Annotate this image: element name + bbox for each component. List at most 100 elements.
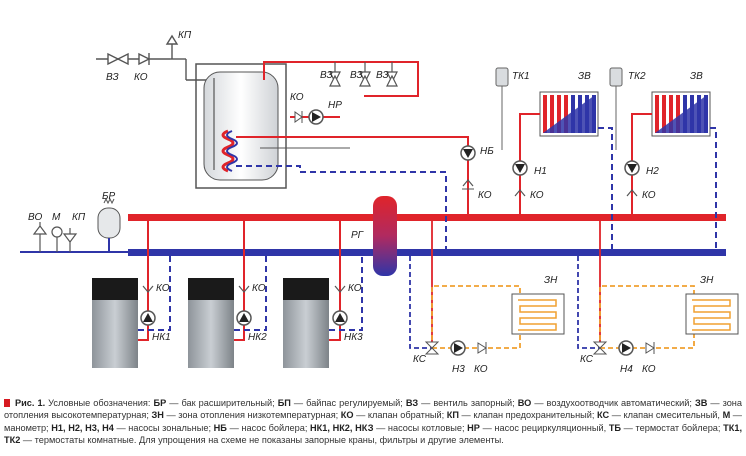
radiator-fin: [676, 95, 680, 133]
water-heater-tank: [195, 63, 287, 189]
floor-coil-1: [511, 293, 565, 335]
boiler-3: [283, 278, 329, 368]
label-ko-b1: КО: [156, 283, 170, 294]
boiler-2: [188, 278, 234, 368]
label-vz-1: ВЗ: [320, 70, 333, 81]
radiator-fin: [655, 95, 659, 133]
label-ko-b2: КО: [252, 283, 266, 294]
zone1-pipes: [519, 113, 613, 249]
label-ko-n3: КО: [474, 364, 488, 375]
floor-coil-2: [685, 293, 739, 335]
boiler-pump-nk3: [332, 285, 348, 326]
label-ko-n4: КО: [642, 364, 656, 375]
floor-zone-1-pipes: [409, 221, 521, 349]
caption-item: НБ — насос бойлера;: [213, 422, 311, 433]
label-ko-top: КО: [134, 72, 148, 83]
label-nk2: НК2: [248, 332, 267, 343]
caption-item: НР — насос рециркуляционный,: [467, 422, 609, 433]
boiler-pipes: [138, 221, 363, 341]
safety-group: [32, 222, 78, 252]
label-vo: ВО: [28, 212, 42, 223]
caption-item: ВЗ — вентиль запорный;: [405, 398, 518, 408]
expansion-tank: [97, 197, 121, 252]
label-ko-nb: КО: [478, 190, 492, 201]
label-n1: Н1: [534, 166, 547, 177]
label-ks-1: КС: [413, 354, 427, 365]
label-rg: РГ: [351, 230, 365, 241]
taps: [329, 62, 398, 87]
floor-zone-2-pipes: [577, 221, 695, 349]
label-ko-b3: КО: [348, 283, 362, 294]
label-zn-2: ЗН: [700, 275, 714, 286]
label-ks-2: КС: [580, 354, 594, 365]
label-n4: Н4: [620, 364, 633, 375]
mixing-valve-2: [592, 341, 608, 355]
pump-n1: [512, 160, 528, 197]
label-n2: Н2: [646, 166, 659, 177]
label-zv1: ЗВ: [578, 71, 591, 82]
boiler-1: [92, 278, 138, 368]
label-zv2: ЗВ: [690, 71, 703, 82]
caption-item: ТК1, ТК2 — термостаты комнатные.: [4, 422, 742, 446]
caption-item: БР — бак расширительный;: [153, 398, 278, 408]
label-vz-3: ВЗ: [376, 70, 389, 81]
label-zn-1: ЗН: [544, 275, 558, 286]
boiler-coil-loop: [236, 136, 469, 249]
boiler-pump-nk1: [140, 285, 156, 326]
label-nk3: НК3: [344, 332, 363, 343]
caption-item: ЗВ — зона отопления высокотемпературная;: [4, 398, 742, 421]
label-m: М: [52, 212, 61, 223]
figure-caption: Рис. 1. Условные обозначения: БР — бак р…: [4, 397, 742, 447]
caption-item: ЗН — зона отопления низкотемпературная;: [151, 410, 341, 421]
label-ko-nr: КО: [290, 92, 304, 103]
label-tk2: ТК2: [628, 71, 646, 82]
caption-fig: Рис. 1.: [15, 398, 46, 408]
boiler-pump-nk2: [236, 285, 252, 326]
caption-note: Для упрощения на схеме не показаны запор…: [139, 435, 504, 446]
radiator-fin: [550, 95, 554, 133]
radiator-2: [651, 91, 711, 137]
caption-item: М — манометр;: [4, 410, 742, 433]
mixing-valve-1: [424, 341, 440, 355]
label-nk1: НК1: [152, 332, 171, 343]
recirculation-pump: [294, 109, 324, 125]
room-thermostat-1: [495, 67, 509, 150]
label-n3: Н3: [452, 364, 465, 375]
caption-item: БП — байпас регулируемый;: [277, 398, 406, 408]
label-ko-n1: КО: [530, 190, 544, 201]
caption-item: Н1, Н2, Н3, Н4 — насосы зональные;: [51, 422, 214, 433]
cold-water-inlet: [96, 34, 210, 81]
caption-items: БР — бак расширительный; БП — байпас рег…: [4, 398, 742, 445]
heating-schematic: РГ ВЗ КО КП ВЗ ВЗ ВЗ КО: [20, 30, 739, 375]
label-kp-top: КП: [178, 30, 192, 41]
pump-n3: [450, 340, 487, 356]
radiator-cold-part: [543, 95, 595, 133]
caption-marker: [4, 399, 10, 407]
room-thermostat-2: [609, 67, 623, 150]
hydraulic-separator: [373, 196, 397, 276]
label-vz-top: ВЗ: [106, 72, 119, 83]
radiator-fin: [564, 95, 568, 133]
radiator-fin: [543, 95, 547, 133]
caption-item: НК1, НК2, НКЗ — насосы котловые;: [310, 422, 468, 433]
pump-n2: [624, 160, 640, 197]
label-tk1: ТК1: [512, 71, 530, 82]
label-vz-2: ВЗ: [350, 70, 363, 81]
label-nr: НР: [328, 100, 342, 111]
radiator-cold-part: [655, 95, 707, 133]
caption-item: КП — клапан предохранительный;: [446, 410, 598, 421]
caption-item: ВО — воздухоотводчик автоматический;: [517, 398, 695, 408]
zone2-pipes: [631, 113, 717, 249]
radiator-fin: [662, 95, 666, 133]
caption-item: КС — клапан смесительный,: [597, 410, 723, 421]
label-kp-left: КП: [72, 212, 86, 223]
caption-intro: Условные обозначения:: [48, 398, 151, 408]
caption-item: КО — клапан обратный;: [340, 410, 447, 421]
radiator-fin: [669, 95, 673, 133]
radiator-1: [539, 91, 599, 137]
label-nb: НБ: [480, 146, 494, 157]
caption-item: ТБ — термостат бойлера;: [608, 422, 724, 433]
label-br: БР: [102, 191, 116, 202]
pump-n4: [618, 340, 655, 356]
radiator-fin: [557, 95, 561, 133]
